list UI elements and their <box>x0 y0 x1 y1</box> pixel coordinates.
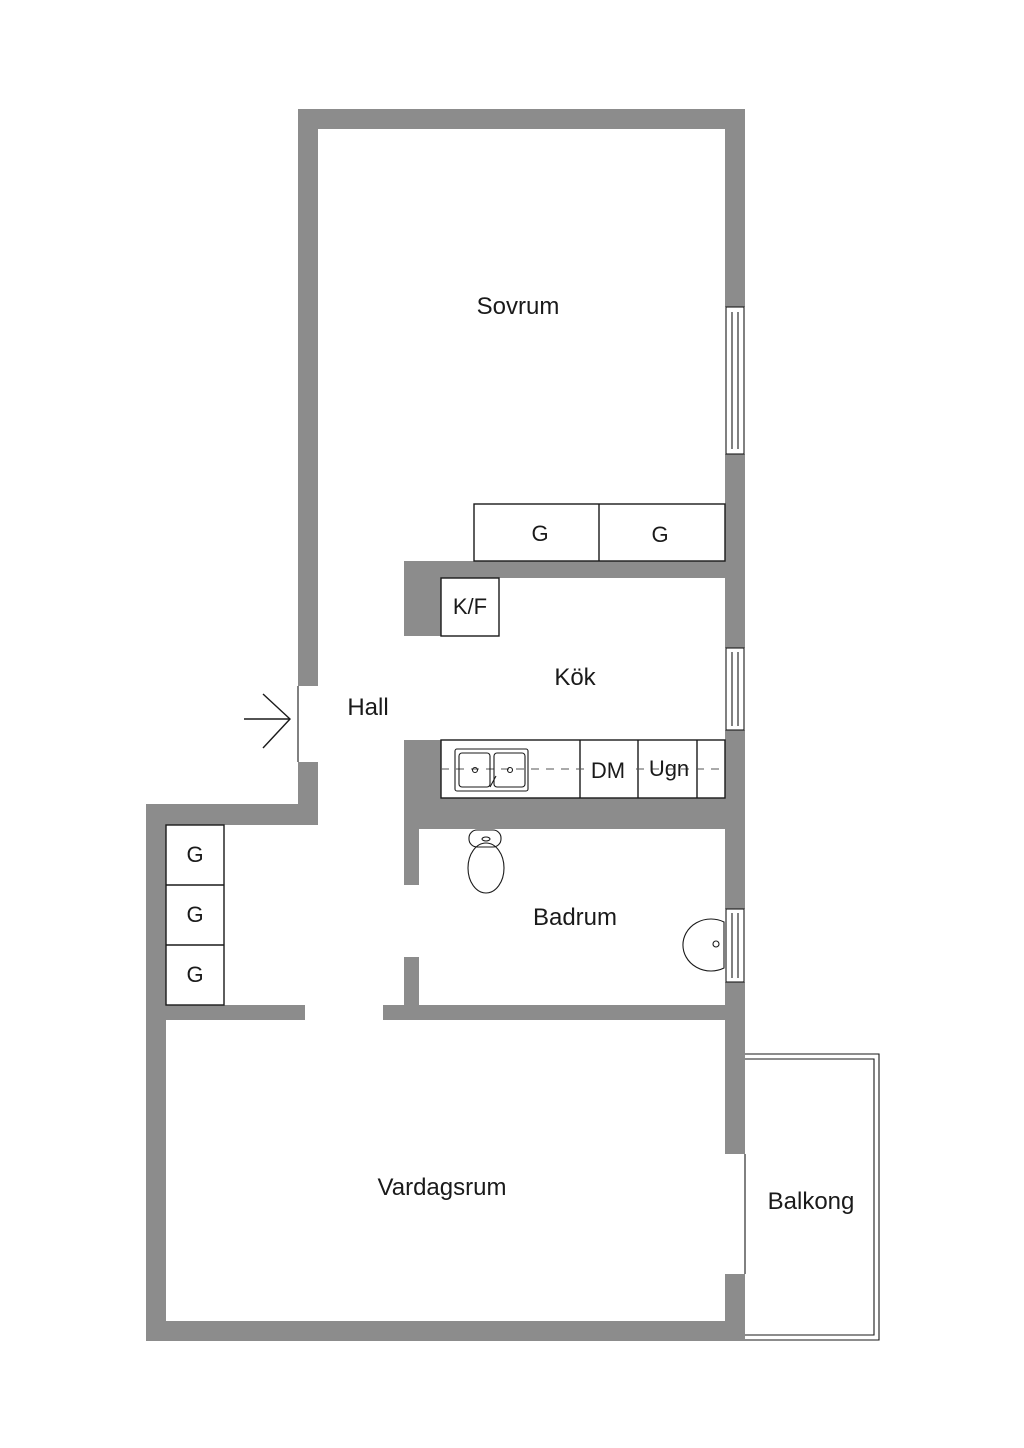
room-label-vardagsrum: Vardagsrum <box>378 1174 507 1201</box>
wall-step <box>146 804 318 825</box>
wardrobe-label-bedroom-1: G <box>531 521 548 546</box>
sink-icon <box>454 748 529 792</box>
wall-left-upper <box>298 109 318 686</box>
window-kok <box>725 647 745 731</box>
wall-kitchen-top <box>404 561 745 578</box>
balcony <box>744 1053 880 1341</box>
wall-bathroom-left-lower <box>404 957 419 1020</box>
oven-label: Ugn <box>649 756 689 781</box>
window-sovrum <box>725 306 745 455</box>
wall-right-1 <box>725 109 745 307</box>
wall-bathroom-top <box>404 798 745 829</box>
wall-bottom <box>146 1321 745 1341</box>
wall-right-4 <box>725 982 745 1154</box>
wardrobe-label-hall-1: G <box>186 842 203 867</box>
hall-wardrobes <box>165 824 225 1006</box>
room-label-kok: Kök <box>554 664 596 691</box>
toilet-icon <box>467 829 505 894</box>
room-label-balkong: Balkong <box>768 1188 855 1215</box>
fridge-freezer <box>440 577 500 637</box>
kitchen-counter <box>440 739 726 799</box>
washbasin-icon <box>682 918 725 972</box>
bedroom-wardrobes <box>473 503 726 562</box>
wall-kitchen-top-stub <box>404 561 441 636</box>
wall-far-left <box>146 804 166 1341</box>
window-badrum <box>725 908 745 983</box>
dishwasher-label: DM <box>591 758 625 783</box>
wall-bathroom-left-upper <box>404 798 419 885</box>
wardrobe-label-bedroom-2: G <box>651 522 668 547</box>
room-label-sovrum: Sovrum <box>477 293 560 320</box>
fridge-freezer-label: K/F <box>453 594 487 619</box>
room-label-badrum: Badrum <box>533 904 617 931</box>
entrance-arrow-icon <box>244 686 299 762</box>
wardrobe-label-hall-3: G <box>186 962 203 987</box>
wall-right-2 <box>725 454 745 648</box>
windows <box>725 306 745 983</box>
walls <box>146 109 745 1341</box>
wall-right-5 <box>725 1274 745 1341</box>
wall-top <box>298 109 745 129</box>
wardrobe-label-hall-2: G <box>186 902 203 927</box>
wall-living-top-left <box>146 1005 305 1020</box>
room-label-hall: Hall <box>347 694 388 721</box>
wall-living-top-right <box>383 1005 745 1020</box>
